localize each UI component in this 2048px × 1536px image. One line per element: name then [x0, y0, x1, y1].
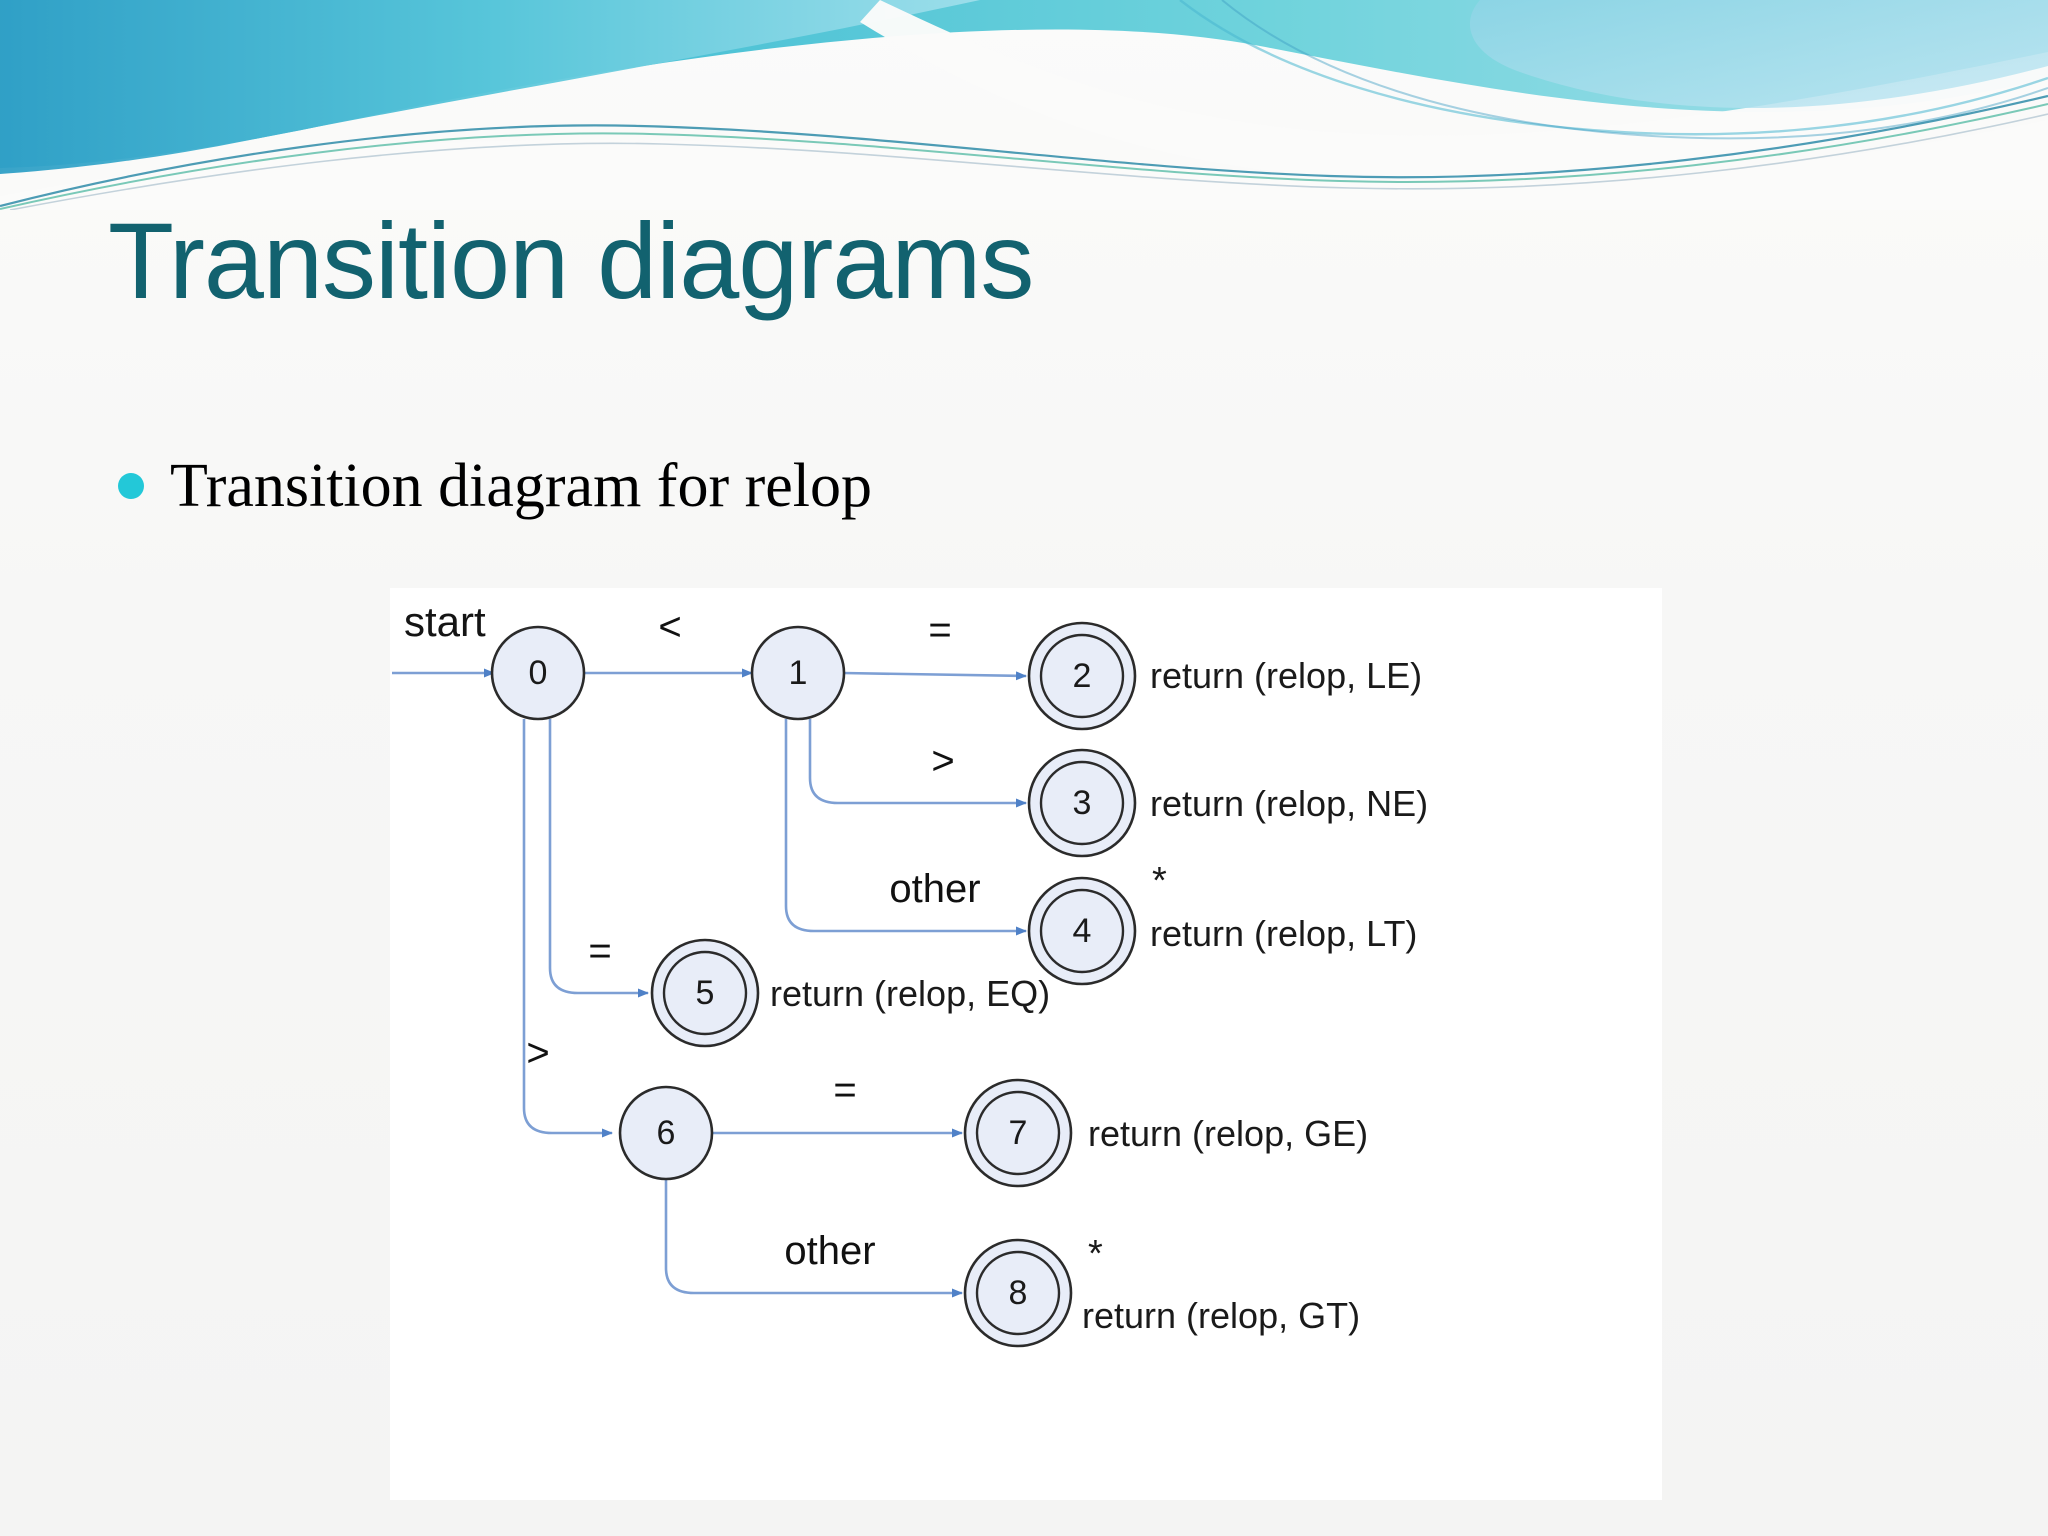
star-marker-state-4: *: [1152, 860, 1167, 902]
state-label-8: 8: [1009, 1274, 1028, 1312]
edge-0-to-6: [522, 719, 613, 1138]
edge-1-to-3: [808, 719, 1027, 808]
state-label-3: 3: [1073, 784, 1092, 822]
state-node-6[interactable]: 6: [618, 1085, 714, 1181]
bullet-item-label: Transition diagram for relop: [170, 452, 872, 520]
edge-1-to-4: [784, 719, 1027, 936]
state-node-4[interactable]: 4: [1027, 876, 1137, 986]
transition-edges-group: [392, 668, 1027, 1298]
state-label-2: 2: [1073, 657, 1092, 695]
edge-6-to-8: [664, 1179, 963, 1298]
edge-1-to-2: [842, 671, 1027, 681]
transition-diagram-panel: 0 1 2 3 4 5: [390, 588, 1662, 1500]
edge-label-0-to-1: <: [658, 605, 681, 649]
transition-diagram-svg: 0 1 2 3 4 5: [392, 598, 1428, 1348]
page-title: Transition diagrams: [108, 200, 1034, 321]
bullet-list-item: Transition diagram for relop: [118, 455, 872, 517]
action-label-state-4: return (relop, LT): [1150, 913, 1417, 954]
action-label-state-5: return (relop, EQ): [770, 973, 1050, 1014]
state-node-1[interactable]: 1: [750, 625, 846, 721]
edge-label-1-to-3: >: [931, 739, 954, 783]
bullet-dot-icon: [118, 473, 144, 499]
state-label-5: 5: [696, 974, 715, 1012]
action-label-state-7: return (relop, GE): [1088, 1113, 1368, 1154]
state-label-1: 1: [789, 654, 808, 692]
decorative-header-banner: [0, 0, 2048, 210]
edge-label-1-to-4: other: [889, 867, 980, 911]
state-node-2[interactable]: 2: [1027, 621, 1137, 731]
state-node-3[interactable]: 3: [1027, 748, 1137, 858]
edge-label-1-to-2: =: [928, 608, 951, 652]
start-label: start: [404, 598, 486, 645]
star-marker-state-8: *: [1088, 1233, 1103, 1275]
state-node-7[interactable]: 7: [963, 1078, 1073, 1188]
edge-label-6-to-8: other: [784, 1229, 875, 1273]
state-label-0: 0: [529, 654, 548, 692]
action-label-state-3: return (relop, NE): [1150, 783, 1428, 824]
state-node-5[interactable]: 5: [650, 938, 760, 1048]
state-label-4: 4: [1073, 912, 1092, 950]
edge-0-to-5: [548, 719, 649, 998]
edge-label-6-to-7: =: [833, 1068, 856, 1112]
state-label-6: 6: [657, 1114, 676, 1152]
state-label-7: 7: [1009, 1114, 1028, 1152]
banner-waves-graphic: [0, 0, 2048, 210]
edge-label-0-to-6: >: [526, 1031, 549, 1075]
state-node-0[interactable]: 0: [490, 625, 586, 721]
state-node-8[interactable]: 8: [963, 1238, 1073, 1348]
edge-label-0-to-5: =: [588, 929, 611, 973]
action-label-state-8: return (relop, GT): [1082, 1295, 1360, 1336]
action-label-state-2: return (relop, LE): [1150, 655, 1422, 696]
